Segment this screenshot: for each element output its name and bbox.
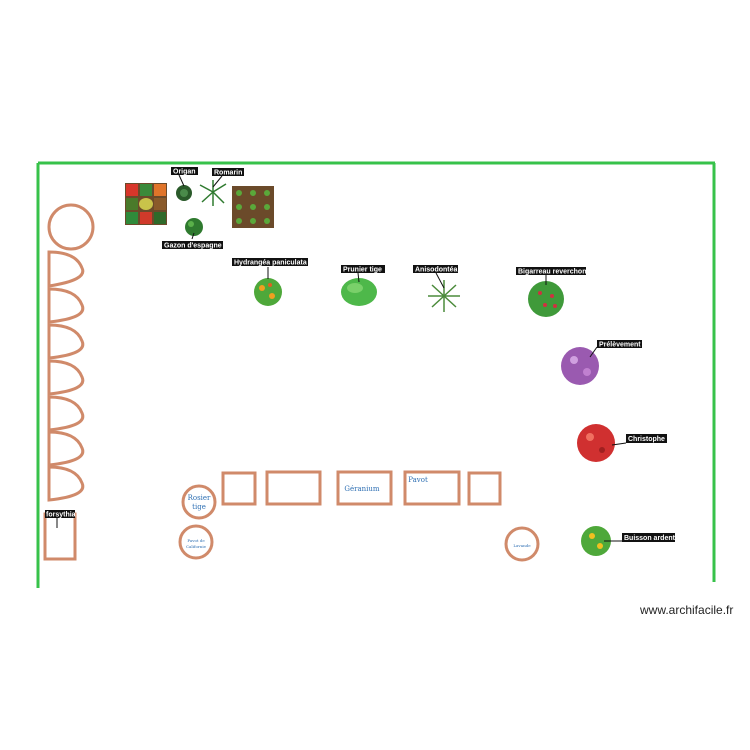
half-round-bed [47,465,85,502]
seedling-tray-icon [232,186,274,228]
svg-text:Romarin: Romarin [214,170,242,177]
hydrangea-plant-icon [254,278,282,306]
pavot-bed [403,470,461,506]
svg-text:Buisson ardent: Buisson ardent [624,535,676,542]
half-round-bed [47,287,85,324]
anisodontea-plant-icon [428,280,460,312]
small-circle-1-label-line2: Californie [186,544,207,549]
label-prunier: Prunier tige [341,265,385,274]
buisson-plant-icon [581,526,611,556]
vegetable-garden-icon [125,183,167,225]
rosier-bed [181,484,217,520]
half-round-bed [47,395,85,432]
leader-lines [56,174,627,542]
label-forsythia: forsythia [45,510,76,519]
label-prelevement: Prélèvement [597,340,642,349]
svg-text:Anisodontéa: Anisodontéa [415,267,457,274]
small-round-bed [504,526,540,562]
bottom-beds [178,470,540,562]
prelevement-plant-icon [561,347,599,385]
svg-text:Hydrangéa paniculata: Hydrangéa paniculata [234,260,307,267]
forsythia-bed [43,512,77,561]
rect-bed [265,470,322,506]
label-anisodontea: Anisodontéa [413,265,458,274]
label-buisson: Buisson ardent [622,533,676,542]
watermark[interactable]: www.archifacile.fr [640,603,734,617]
christophe-plant-icon [577,424,615,462]
label-gazon: Gazon d'espagne [162,241,223,250]
svg-text:Prunier tige: Prunier tige [343,267,382,274]
square-bed [221,471,257,506]
small-circle-2-label: Lavande [513,543,531,548]
garden-fence [36,161,716,588]
label-hydrangea: Hydrangéa paniculata [232,258,308,267]
origan-plant-icon [176,185,192,201]
svg-text:forsythia: forsythia [46,512,76,519]
bigarreau-plant-icon [528,281,564,317]
gazon-plant-icon [185,218,203,236]
small-round-bed [178,524,214,560]
svg-text:Prélèvement: Prélèvement [599,342,641,349]
rosier-label-line2: tige [192,503,206,511]
prunier-plant-icon [341,278,377,306]
geranium-label: Géranium [344,485,380,493]
label-christophe: Christophe [626,434,667,443]
half-round-bed [47,323,85,360]
romarin-plant-icon [199,180,227,206]
svg-text:Bigarreau reverchon: Bigarreau reverchon [518,269,586,276]
half-round-bed [47,430,85,467]
small-circle-1-label-line1: Pavot de [187,538,205,543]
rosier-label-line1: Rosier [188,494,211,502]
label-romarin: Romarin [212,168,244,177]
label-bigarreau: Bigarreau reverchon [516,267,586,276]
round-bed [47,203,95,251]
pavot-label: Pavot [408,476,428,484]
label-origan: Origan [171,167,198,176]
geranium-bed [336,470,393,506]
svg-text:Origan: Origan [173,169,196,176]
half-round-bed [47,250,85,288]
svg-text:Gazon d'espagne: Gazon d'espagne [164,243,222,250]
svg-text:Christophe: Christophe [628,436,665,443]
square-bed [467,471,502,506]
half-round-bed [47,359,85,396]
left-beds [43,203,95,561]
